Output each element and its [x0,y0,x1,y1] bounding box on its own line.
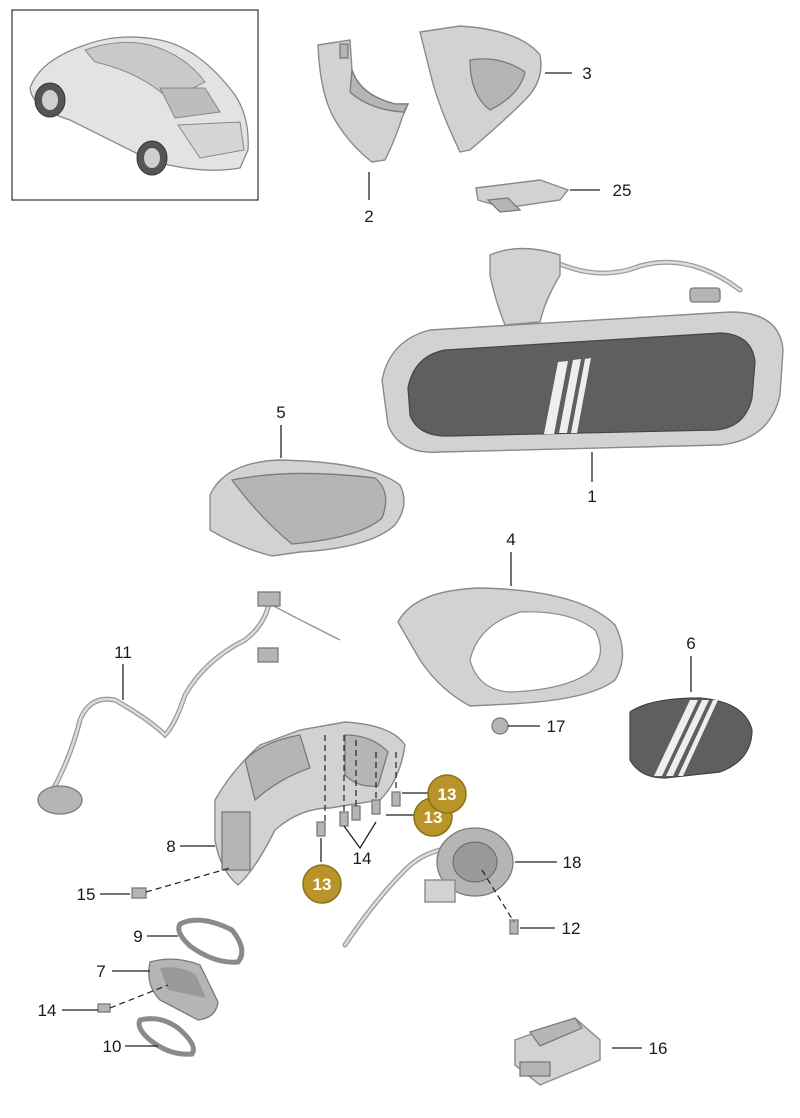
part-5-housing-cover [209,459,405,557]
screw-14-lower [97,1003,111,1013]
part-17-clip [491,717,509,735]
callout-labels: 2 3 25 1 5 4 6 11 17 8 18 12 15 9 7 14 1… [38,64,696,1058]
screws [97,791,519,1013]
badge-13-left: 13 [302,864,342,904]
callout-6: 6 [686,634,695,653]
part-4-trim-frame [397,587,624,707]
screw-14-b [351,805,361,821]
screw-13-left [316,821,326,837]
part-6-mirror-glass [629,697,753,779]
callout-1: 1 [587,487,596,506]
leader-14-upper [343,821,377,850]
badge-label: 13 [313,875,332,894]
callout-12: 12 [562,919,581,938]
screw-14-a [339,811,349,827]
callout-7: 7 [96,962,105,981]
callout-14-lower: 14 [38,1001,57,1020]
part-16-control-unit [514,1017,601,1086]
callout-9: 9 [133,927,142,946]
part-25-clip [475,179,570,213]
leader-lines [62,72,692,1049]
callout-10: 10 [103,1037,122,1056]
callout-25: 25 [613,181,632,200]
callout-5: 5 [276,403,285,422]
callout-15: 15 [77,885,96,904]
screw-13-right [391,791,401,807]
badge-circle [302,864,342,904]
badge-label: 13 [424,808,443,827]
part-2-base-cover [317,39,410,163]
part-1-interior-mirror [381,247,784,453]
part-7-lamp-housing [148,958,219,1021]
callout-8: 8 [166,837,175,856]
badge-circle [427,774,467,814]
screw-13-mid [371,799,381,815]
callout-3: 3 [582,64,591,83]
part-10-gasket [136,1016,196,1057]
part-18-adjustment-unit [342,827,514,948]
axis-14-lower [109,984,169,1009]
screw-15 [131,887,147,899]
vehicle-thumbnail [11,9,259,201]
callout-16: 16 [649,1039,668,1058]
screw-12 [509,919,519,935]
badge-label: 13 [438,785,457,804]
badge-13-right: 13 [427,774,467,814]
callout-11: 11 [114,643,132,662]
part-3-base-cover-upper [419,25,542,153]
part-9-gasket [176,917,245,965]
callout-2: 2 [364,207,373,226]
car-illustration [29,36,249,176]
axis-12 [481,869,515,923]
callout-4: 4 [506,530,515,549]
part-11-wiring-harness [37,591,341,815]
callout-18: 18 [563,853,582,872]
callout-14-upper: 14 [353,849,372,868]
callout-17: 17 [547,717,566,736]
axis-15 [145,867,231,893]
